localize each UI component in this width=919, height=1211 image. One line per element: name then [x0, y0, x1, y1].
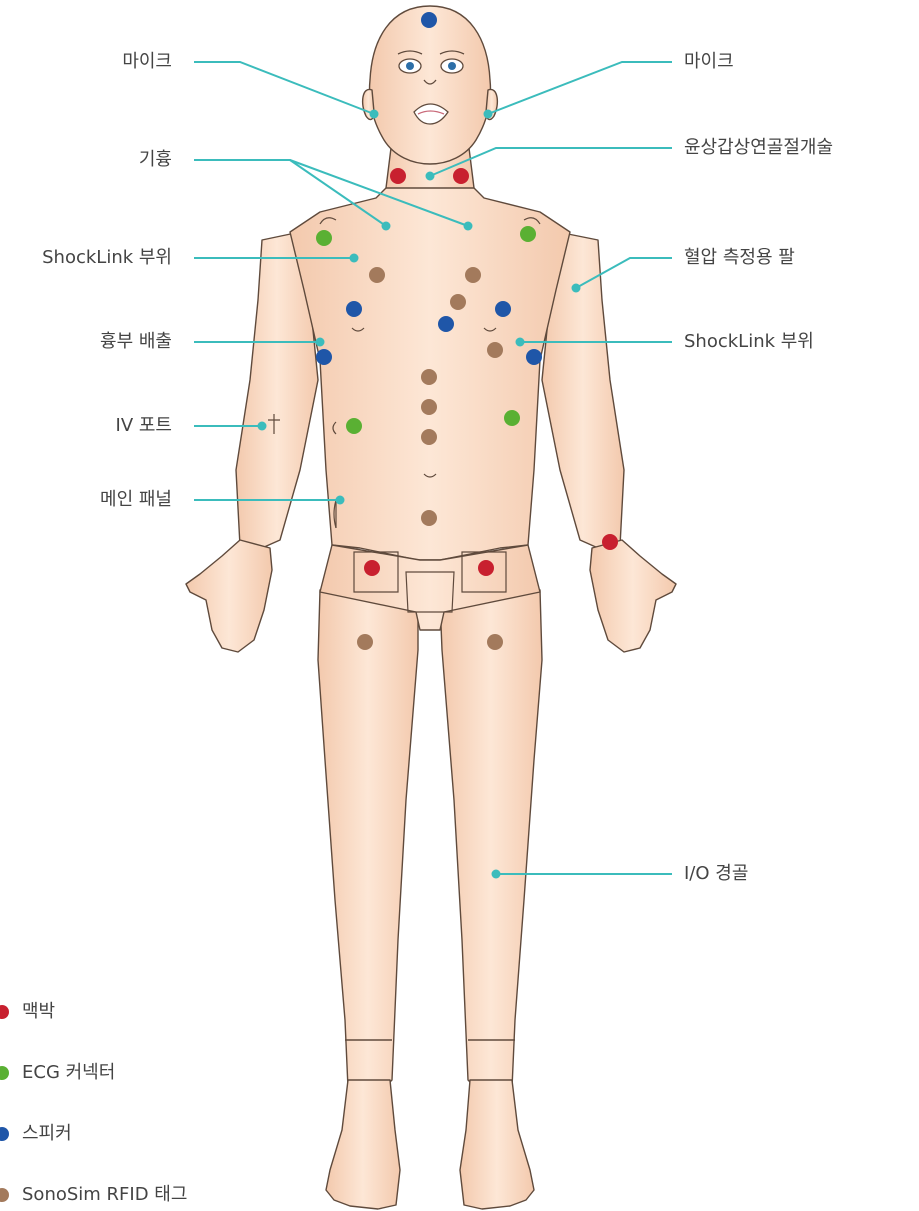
right-foot	[460, 1080, 534, 1209]
manikin-body	[186, 6, 676, 1209]
legend-swatch-ecg	[0, 1066, 9, 1080]
pulse-marker	[602, 534, 618, 550]
rfid-marker	[369, 267, 385, 283]
legend-label-rfid: SonoSim RFID 태그	[22, 1184, 187, 1206]
label-shocklink-right: ShockLink 부위	[684, 331, 814, 353]
ecg-marker	[504, 410, 520, 426]
label-shocklink-left: ShockLink 부위	[42, 247, 172, 269]
rfid-marker	[465, 267, 481, 283]
label-bp-arm: 혈압 측정용 팔	[684, 247, 795, 269]
rfid-marker	[421, 369, 437, 385]
ecg-marker	[346, 418, 362, 434]
left-hand	[186, 540, 272, 652]
speaker-marker	[438, 316, 454, 332]
pulse-marker	[364, 560, 380, 576]
ecg-marker	[520, 226, 536, 242]
rfid-marker	[421, 510, 437, 526]
legend-swatch-pulse	[0, 1005, 9, 1019]
rfid-marker	[421, 399, 437, 415]
speaker-marker	[421, 12, 437, 28]
label-iv-port: IV 포트	[116, 415, 172, 437]
legend-label-ecg: ECG 커넥터	[22, 1062, 115, 1084]
pulse-marker	[478, 560, 494, 576]
pulse-marker	[453, 168, 469, 184]
legend-swatch-speaker	[0, 1127, 9, 1141]
head	[370, 6, 491, 164]
legend-label-speaker: 스피커	[22, 1123, 72, 1145]
speaker-marker	[526, 349, 542, 365]
rfid-marker	[487, 342, 503, 358]
legend-swatch-rfid	[0, 1188, 9, 1202]
label-mic-left: 마이크	[122, 51, 172, 73]
left-foot	[326, 1080, 400, 1209]
right-hand	[590, 540, 676, 652]
speaker-marker	[316, 349, 332, 365]
rfid-marker	[450, 294, 466, 310]
rfid-marker	[421, 429, 437, 445]
legend-swatches	[0, 1005, 9, 1202]
speaker-marker	[495, 301, 511, 317]
label-cricothyrotomy: 윤상갑상연골절개술	[684, 137, 833, 159]
label-mic-right: 마이크	[684, 51, 734, 73]
rfid-marker	[357, 634, 373, 650]
ecg-marker	[316, 230, 332, 246]
label-io-tibia: I/O 경골	[684, 863, 748, 885]
legend-label-pulse: 맥박	[22, 1001, 55, 1023]
label-chest-drain: 흉부 배출	[100, 331, 172, 353]
speaker-marker	[346, 301, 362, 317]
left-leg	[318, 590, 418, 1088]
label-main-panel: 메인 패널	[100, 489, 172, 511]
right-leg	[440, 590, 542, 1088]
pulse-marker	[390, 168, 406, 184]
rfid-marker	[487, 634, 503, 650]
label-pneumothorax: 기흉	[139, 149, 172, 171]
